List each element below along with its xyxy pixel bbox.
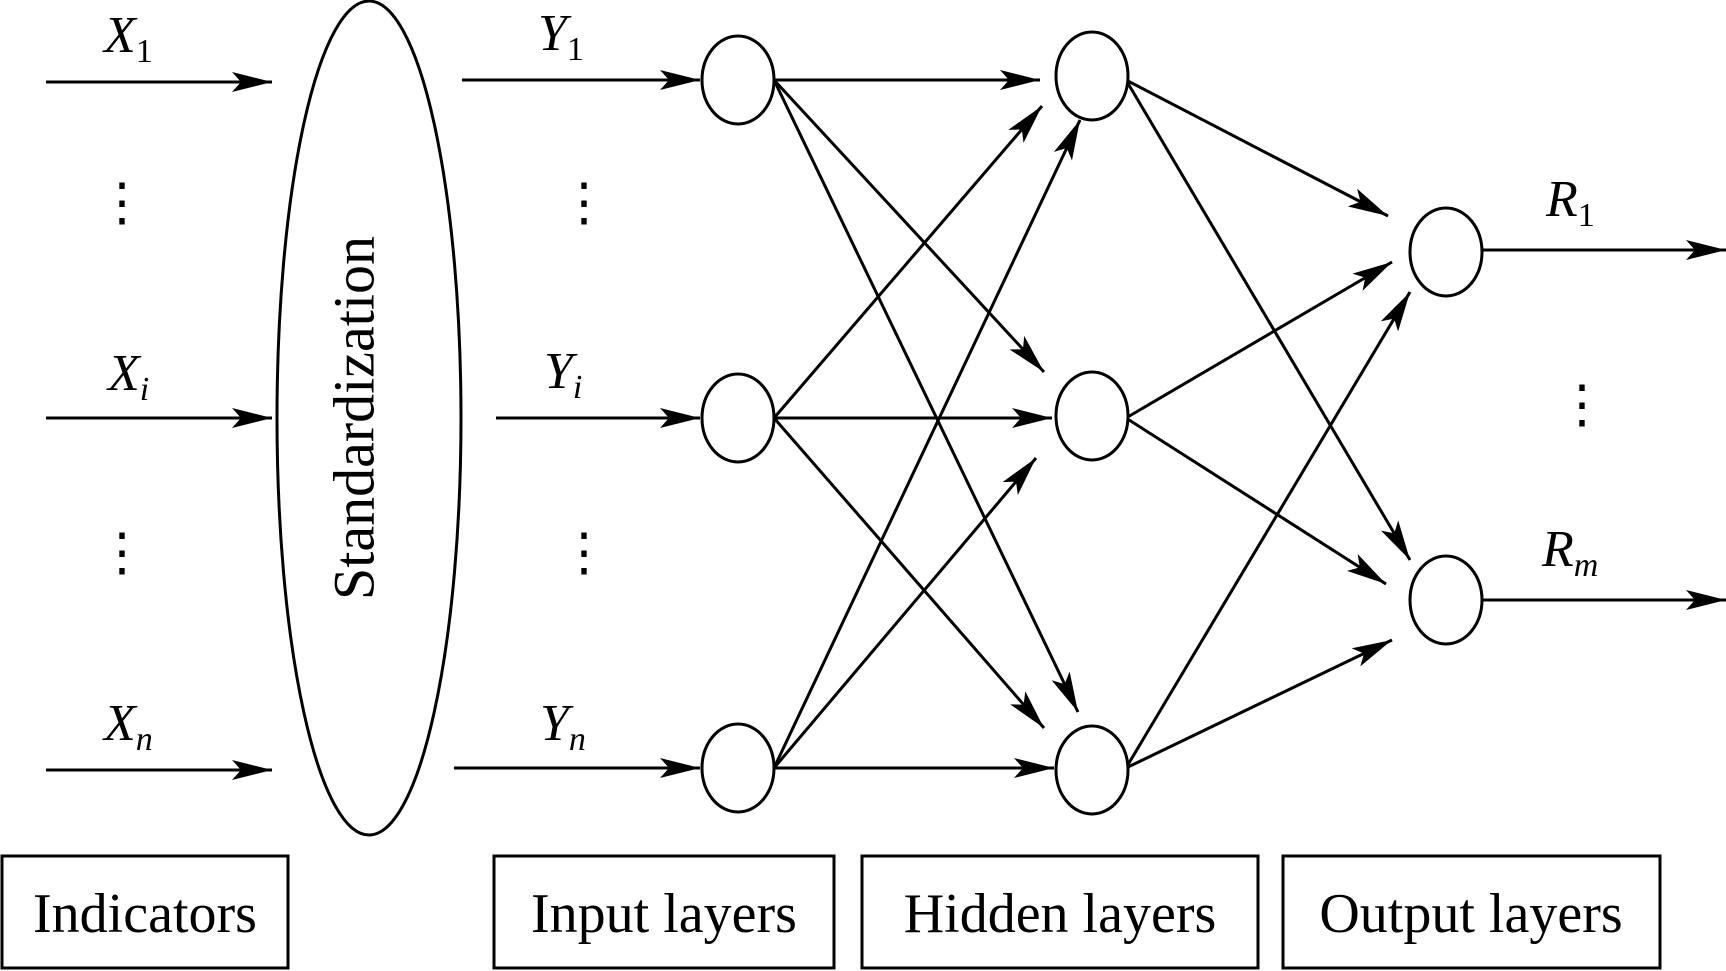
indicator-ellipsis-upper: ⋮ bbox=[96, 175, 148, 232]
output-ellipsis: ⋮ bbox=[1556, 377, 1608, 434]
output-label-1: R1 bbox=[1545, 171, 1595, 234]
indicator-ellipsis-lower: ⋮ bbox=[96, 525, 148, 582]
input-label-i: Yi bbox=[544, 343, 582, 406]
output-node-m bbox=[1408, 554, 1484, 646]
indicators-label: Indicators bbox=[33, 883, 257, 945]
input-arrows bbox=[454, 70, 700, 778]
input-label-n: Yn bbox=[540, 695, 586, 758]
indicator-label-n: Xn bbox=[102, 695, 153, 758]
input-node-i bbox=[700, 372, 776, 464]
input-node-1 bbox=[700, 34, 776, 126]
hidden-layer-nodes bbox=[1054, 30, 1130, 816]
input-label-1: Y1 bbox=[538, 5, 584, 68]
output-node-1 bbox=[1408, 206, 1484, 298]
input-layers-box bbox=[492, 854, 836, 970]
input-ellipsis-upper: ⋮ bbox=[558, 175, 610, 232]
input-layers-label: Input layers bbox=[531, 883, 797, 945]
indicator-label-1: X1 bbox=[102, 7, 153, 70]
hidden-layers-label: Hidden layers bbox=[904, 883, 1217, 945]
input-node-n bbox=[700, 722, 776, 814]
output-arrows bbox=[1478, 240, 1726, 610]
indicator-arrows bbox=[46, 72, 272, 780]
output-layer-nodes bbox=[1408, 206, 1484, 646]
output-layers-box bbox=[1281, 854, 1662, 970]
hidden-node-2 bbox=[1054, 370, 1130, 462]
input-layer-nodes bbox=[700, 34, 776, 814]
indicators-box bbox=[0, 854, 290, 970]
input-hidden-connections bbox=[772, 70, 1082, 778]
standardization-ellipse bbox=[275, 0, 463, 837]
hidden-node-3 bbox=[1054, 724, 1130, 816]
section-label-boxes bbox=[0, 854, 1662, 970]
output-label-m: Rm bbox=[1541, 521, 1598, 584]
indicator-label-i: Xi bbox=[106, 345, 149, 408]
input-ellipsis-lower: ⋮ bbox=[558, 525, 610, 582]
hidden-layers-box bbox=[860, 854, 1260, 970]
output-layers-label: Output layers bbox=[1319, 883, 1622, 945]
hidden-output-connections bbox=[1124, 78, 1412, 770]
standardization-label: Standardization bbox=[321, 236, 386, 600]
hidden-node-1 bbox=[1054, 30, 1130, 122]
